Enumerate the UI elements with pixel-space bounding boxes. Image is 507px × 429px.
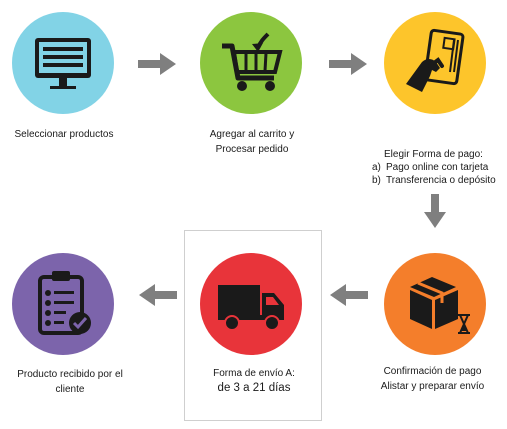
payment-option-b: b) Transferencia o depósito — [372, 174, 496, 187]
package-hourglass-icon — [410, 277, 470, 334]
step-6-circle — [12, 253, 114, 355]
step-4-line-1: Confirmación de pago — [383, 366, 482, 377]
payment-options: a) Pago online con tarjeta b) Transferen… — [372, 161, 496, 187]
step-1-text: Seleccionar productos — [14, 129, 114, 140]
step-3-circle — [384, 12, 486, 114]
step-1-circle — [12, 12, 114, 114]
step-2-line-1: Agregar al carrito y — [209, 129, 295, 140]
step-5-circle — [200, 253, 302, 355]
arrow-right-icon — [138, 53, 176, 75]
step-6-label: Producto recibido por el cliente — [0, 367, 140, 397]
option-key: a) — [372, 162, 381, 173]
shopping-cart-icon — [222, 32, 283, 91]
step-6-line-1: Producto recibido por el — [17, 369, 123, 380]
arrow-right-icon — [329, 53, 367, 75]
step-1-label: Seleccionar productos — [0, 127, 128, 142]
arrow-down-icon — [424, 194, 446, 228]
step-5-line-2: de 3 a 21 días — [217, 382, 291, 394]
hourglass-icon — [458, 314, 470, 334]
step-4-circle — [384, 253, 486, 355]
option-text: Pago online con tarjeta — [386, 162, 489, 173]
option-text: Transferencia o depósito — [386, 175, 496, 186]
step-5-label: Forma de envío A: de 3 a 21 días — [186, 366, 322, 396]
step-6-line-2: cliente — [55, 384, 85, 395]
card-in-hand-icon — [406, 28, 465, 92]
step-3-label: Elegir Forma de pago: — [360, 147, 507, 162]
step-5-line-1: Forma de envío A: — [213, 368, 295, 379]
step-2-circle — [200, 12, 302, 114]
delivery-truck-icon — [218, 285, 284, 331]
step-2-line-2: Procesar pedido — [215, 144, 289, 155]
step-4-label: Confirmación de pago Alistar y preparar … — [358, 364, 507, 394]
highlight-frame — [184, 230, 322, 421]
step-4-line-2: Alistar y preparar envío — [380, 381, 485, 392]
option-key: b) — [372, 175, 381, 186]
step-2-label: Agregar al carrito y Procesar pedido — [180, 127, 324, 157]
arrow-left-icon — [330, 284, 368, 306]
monitor-icon — [35, 38, 91, 89]
payment-option-a: a) Pago online con tarjeta — [372, 161, 496, 174]
clipboard-check-icon — [38, 271, 91, 335]
step-3-title: Elegir Forma de pago: — [384, 149, 483, 160]
arrow-left-icon — [139, 284, 177, 306]
